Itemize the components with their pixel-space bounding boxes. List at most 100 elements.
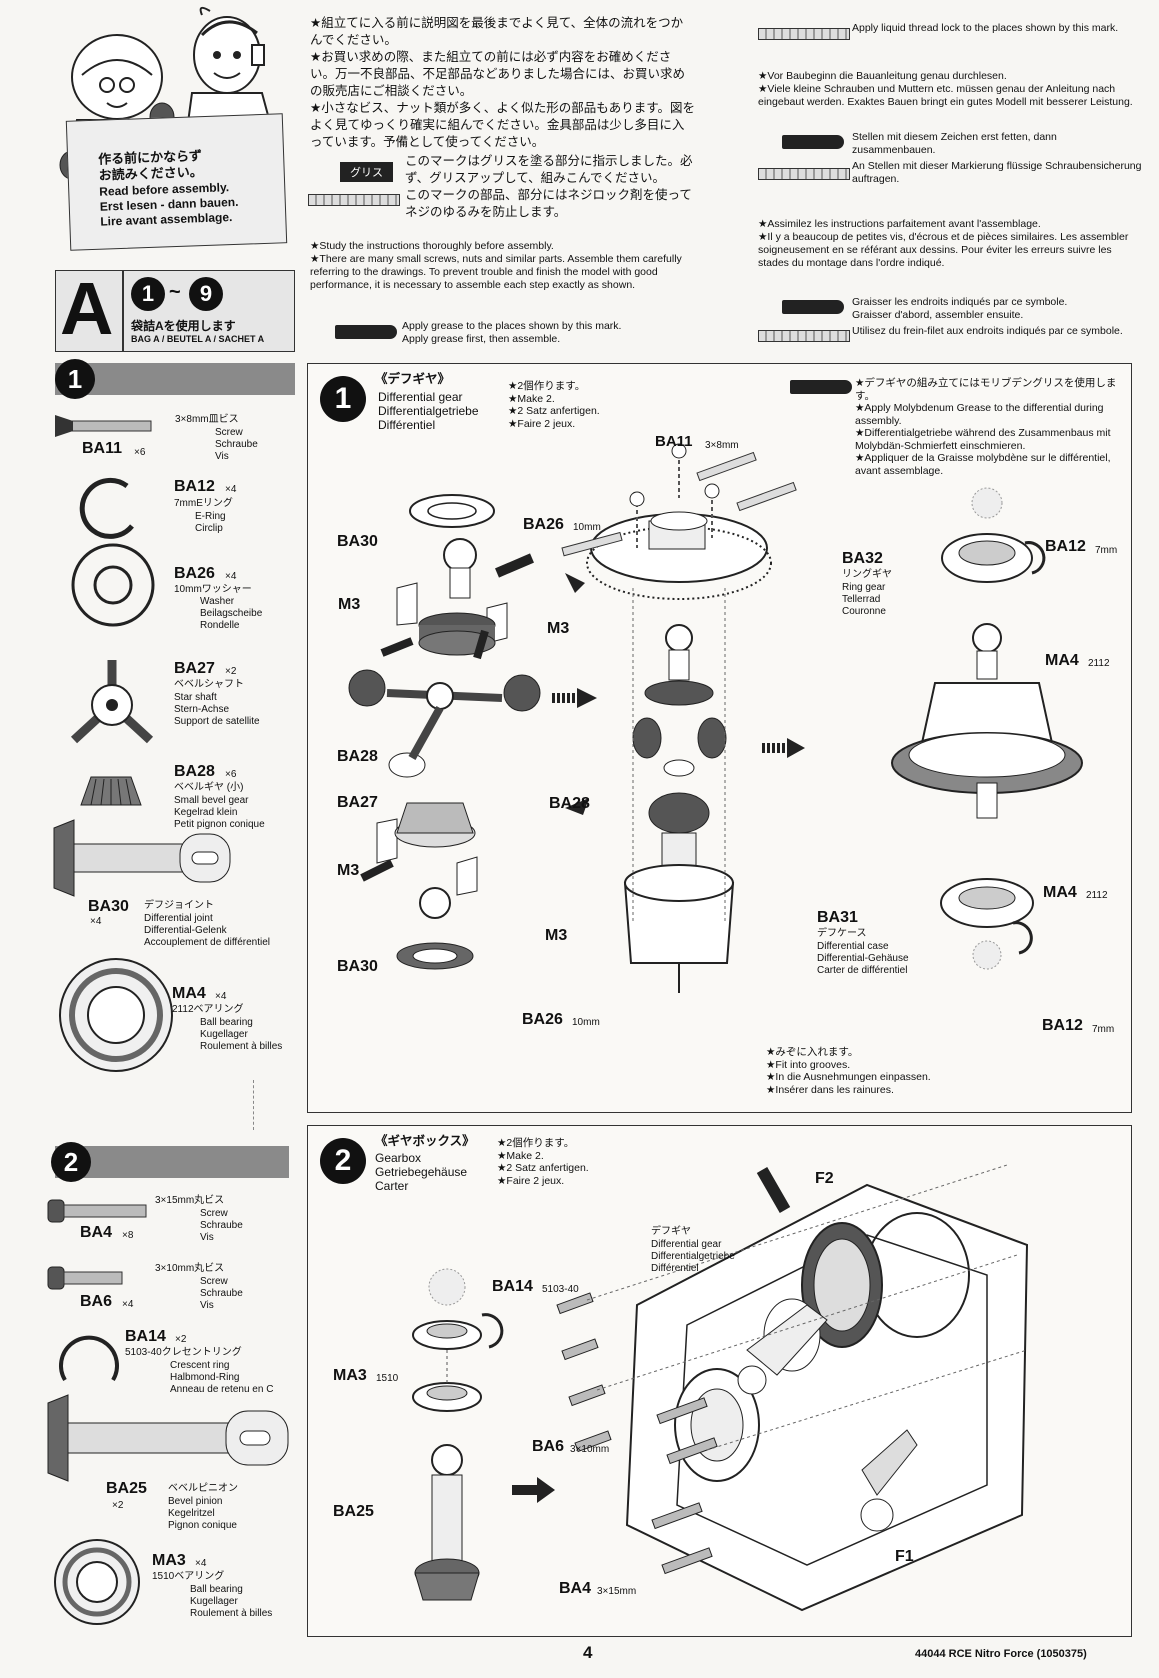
step1-label-ma4-bottom-size: 2112 [1086,890,1108,901]
part-fr-ba25: Pignon conique [168,1520,237,1531]
step2-label-ma3: MA3 [333,1367,367,1384]
en-intro-block: ★Study the instructions thoroughly befor… [310,240,695,292]
star-shaft-icon [70,660,154,744]
cut-line [253,1080,254,1130]
mascot-illustration: 作る前にかならず お読みください。 Read before assembly. … [52,5,292,251]
part-de-ma3: Kugellager [190,1596,238,1607]
step1-label-ba31-jp: デフケース [817,928,867,939]
part-qty-ba14: ×2 [175,1334,187,1345]
fr-threadlock-text: Utilisez du frein-filet aux endroits ind… [852,325,1123,337]
step1-label-ba32-jp: リングギヤ [842,569,892,580]
header-jp-2: ★お買い求めの際、また組立ての前には必ず内容をお確めください。万一不良部品、不足… [310,50,686,98]
de-intro-2: ★Viele kleine Schrauben und Muttern etc.… [758,83,1133,108]
step2-label-ma3-size: 1510 [376,1373,399,1384]
part-fr-ba4: Vis [200,1232,214,1243]
step2-make-en: ★Make 2. [497,1149,544,1162]
part-de-ba26: Beilagscheibe [200,608,263,619]
step1-moly-jp: ★デフギヤの組み立てにはモリブデングリスを使用します。 [855,377,1117,402]
step1-label-ma4-bottom: MA4 [1043,884,1077,901]
step2-number: 2 [320,1138,366,1184]
part-jp-ba25: ベベルピニオン [168,1483,238,1494]
bevel-pinion-icon [47,1394,289,1482]
part-de-ba28: Kegelrad klein [174,807,238,818]
part-en-ba30: Differential joint [144,913,213,924]
step1-groove-en: ★Fit into grooves. [766,1058,851,1071]
step1-label-ba26-bottom: BA26 [522,1011,563,1028]
bag-range-from: 1 [131,277,165,311]
step1-label-ba32-en: Ring gear [842,582,886,593]
step2-title-fr: Carter [375,1179,409,1193]
ball-bearing-small-icon [54,1539,140,1625]
step1-label-ba28-right: BA28 [549,795,590,812]
step1-groove-jp: ★みぞに入れます。 [766,1046,859,1058]
fr-intro-2: ★Il y a beaucoup de petites vis, d'écrou… [758,231,1129,269]
grease-brush-icon-fr [782,300,844,314]
part-code-ba26: BA26 [174,565,215,582]
part-fr-ma4: Roulement à billes [200,1041,283,1052]
part-de-ba6: Schraube [200,1288,243,1299]
part-de-ba4: Schraube [200,1220,243,1231]
en-intro-1: ★Study the instructions thoroughly befor… [310,240,554,252]
moly-grease-brush-icon [790,380,852,394]
step1-label-ba31-fr: Carter de différentiel [817,965,908,976]
step1-make-fr: ★Faire 2 jeux. [508,417,576,430]
part-fr-ba30: Accouplement de différentiel [144,937,271,948]
bag-header: A 1 ~ 9 袋詰Aを使用します BAG A / BEUTEL A / SAC… [55,267,295,352]
step1-label-ma4-top: MA4 [1045,652,1079,669]
part-qty-ma4: ×4 [215,991,227,1002]
fr-intro-1: ★Assimilez les instructions parfaitement… [758,218,1041,230]
step2-make-de: ★2 Satz anfertigen. [497,1162,589,1174]
part-code-ba27: BA27 [174,660,215,677]
part-fr-ba28: Petit pignon conique [174,819,265,830]
threadlock-tube-icon-fr [758,330,850,342]
part-en-ba25: Bevel pinion [168,1496,223,1507]
step1-title-en: Differential gear [378,390,463,404]
screw-icon [55,415,152,437]
part-code-ba12: BA12 [174,478,215,495]
part-de-ba30: Differential-Gelenk [144,925,227,936]
threadlock-tube-icon [308,194,400,206]
part-en-ba12: E-Ring [195,511,226,522]
step1-label-ba12-bottom-size: 7mm [1092,1024,1115,1035]
differential-joint-icon [53,819,231,897]
step1-label-ba32-de: Tellerrad [842,594,881,605]
bag-letter: A [60,267,114,350]
step1-label-ba11-size: 3×8mm [705,440,739,451]
part-fr-ba14: Anneau de retenu en C [170,1384,274,1395]
page-number: 4 [583,1643,593,1662]
step2-label-f1: F1 [895,1548,914,1565]
step1-label-ba12-bottom: BA12 [1042,1017,1083,1034]
step1-label-ba12-top: BA12 [1045,538,1086,555]
part-de-ba25: Kegelritzel [168,1508,215,1519]
part-code-ba30: BA30 [88,898,129,915]
step1-label-ba26-top-size: 10mm [573,522,601,533]
part-en-ba4: Screw [200,1208,228,1219]
part-jp-ba6: 3×10mm丸ビス [155,1263,225,1274]
part-qty-ba28: ×6 [225,769,237,780]
part-jp-ba12: 7mmEリング [174,498,233,509]
de-threadlock-text: An Stellen mit dieser Markierung flüssig… [852,160,1142,185]
step1-label-m3-left-bottom: M3 [337,862,360,879]
bag-jp: 袋詰Aを使用します [131,319,236,333]
part-code-ma3: MA3 [152,1552,186,1569]
step1-label-ba32-fr: Couronne [842,606,886,617]
en-intro-2: ★There are many small screws, nuts and s… [310,253,682,291]
de-grease-text: Stellen mit diesem Zeichen erst fetten, … [852,131,1057,156]
step2-exploded-drawing [412,1164,1029,1612]
step1-label-ba31: BA31 [817,909,858,926]
part-de-ba14: Halbmond-Ring [170,1372,240,1383]
step2-label-ba4: BA4 [559,1580,592,1597]
part-fr-ba6: Vis [200,1300,214,1311]
bag-en: BAG A / BEUTEL A / SACHET A [131,334,265,344]
part-jp-ba11: 3×8mm皿ビス [175,414,239,425]
part-jp-ba14: 5103-40クレセントリング [125,1347,242,1358]
step1-make-en: ★Make 2. [508,392,555,405]
part-en-ba26: Washer [200,596,235,607]
part-en-ba11: Screw [215,427,243,438]
step1-number: 1 [320,376,366,422]
step1-label-ba30-top: BA30 [337,533,378,550]
part-en-ba27: Star shaft [174,692,217,703]
part-jp-ba27: ベベルシャフト [174,679,244,690]
step1-label-ba27: BA27 [337,794,378,811]
step1-groove-de: ★In die Ausnehmungen einpassen. [766,1071,931,1083]
